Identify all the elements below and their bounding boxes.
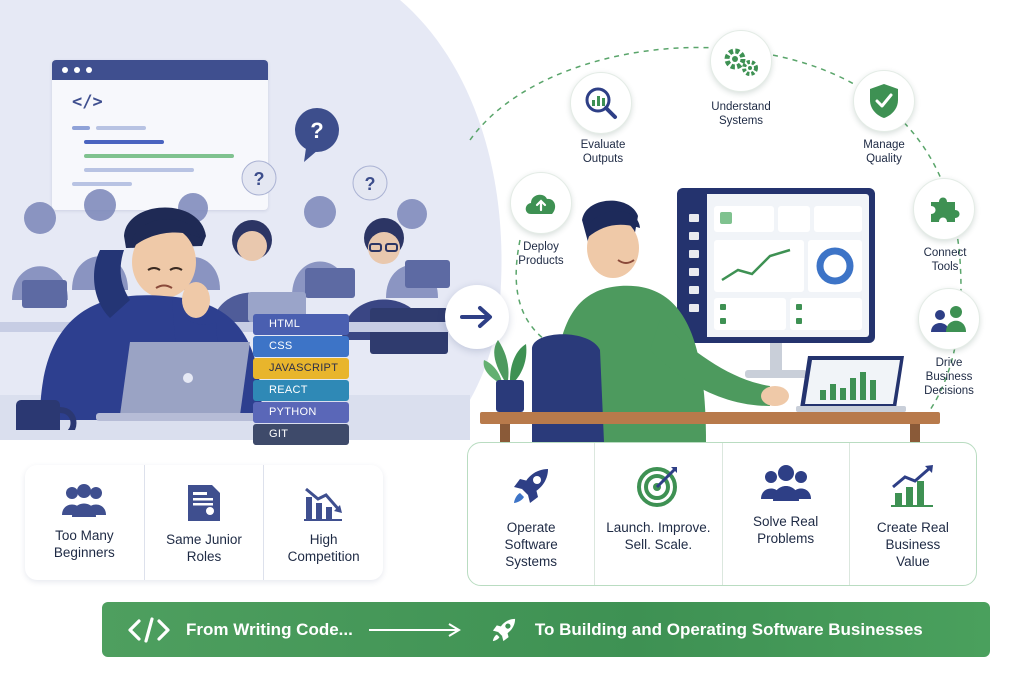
problem-label: Too Many Beginners [53, 528, 115, 560]
tech-stack: HTML CSS JAVASCRIPT REACT PYTHON GIT [253, 314, 349, 446]
stack-layer: REACT [253, 380, 349, 401]
question-mark: ? [254, 169, 265, 189]
skill-manage-quality [853, 70, 915, 132]
arrow-right-icon [368, 622, 461, 637]
rocket-icon [492, 618, 515, 641]
magnifier-chart-icon [585, 87, 617, 119]
skill-deploy-products [510, 172, 572, 234]
group-icon [62, 484, 107, 517]
skill-label: Deploy Products [518, 241, 564, 267]
stack-layer: CSS [253, 336, 349, 357]
code-icon [128, 616, 170, 643]
problem-item: Same Junior Roles [143, 465, 264, 580]
problems-card: Too Many Beginners Same Junior Roles Hig… [25, 465, 383, 580]
values-card: Operate Software Systems Launch. Improve… [467, 442, 977, 586]
banner-from-text: From Writing Code... [186, 619, 353, 639]
skill-label: Evaluate Outputs [580, 139, 626, 165]
stack-layer: PYTHON [253, 402, 349, 423]
transformation-banner: From Writing Code... To Building and Ope… [102, 602, 990, 657]
gears-icon [724, 48, 758, 76]
value-item: Operate Software Systems [468, 443, 594, 585]
skill-label: Manage Quality [863, 139, 905, 165]
cloud-upload-icon [525, 194, 556, 214]
declining-chart-icon [303, 487, 342, 521]
value-label: Operate Software Systems [504, 520, 558, 569]
stack-layer: JAVASCRIPT [253, 358, 349, 379]
stack-layer: HTML [253, 314, 349, 335]
problem-label: High Competition [287, 532, 360, 564]
puzzle-icon [931, 197, 960, 222]
target-icon [637, 467, 678, 507]
code-editor-window: </> [52, 60, 268, 210]
banner-to-text: To Building and Operating Software Busin… [534, 619, 923, 639]
window-title-bar [52, 60, 268, 80]
growth-chart-icon [890, 465, 933, 507]
operator-scene [480, 188, 940, 442]
code-tag-icon: </> [72, 92, 103, 112]
skill-evaluate-outputs [570, 72, 632, 134]
resume-icon [188, 485, 220, 521]
value-item: Create Real Business Value [848, 443, 976, 585]
skill-drive-business-decisions [918, 288, 980, 350]
value-item: Solve Real Problems [721, 443, 849, 585]
question-mark: ? [365, 174, 376, 194]
skill-label: Understand Systems [711, 101, 771, 127]
rocket-icon [514, 469, 549, 503]
stack-layer: GIT [253, 424, 349, 445]
problem-label: Same Junior Roles [166, 532, 242, 564]
value-label: Launch. Improve. Sell. Scale. [606, 520, 711, 552]
transition-arrow [445, 285, 509, 349]
skill-label: Connect Tools [923, 247, 967, 273]
skill-understand-systems [710, 30, 772, 92]
skill-label: Drive Business Decisions [924, 357, 974, 397]
question-mark: ? [310, 118, 323, 143]
people-icon [760, 465, 811, 501]
problem-item: High Competition [263, 465, 383, 580]
problem-item: Too Many Beginners [25, 465, 144, 580]
crowd-illustration: ? ? ? [0, 108, 470, 430]
value-label: Solve Real Problems [752, 514, 819, 546]
skill-connect-tools [913, 178, 975, 240]
value-label: Create Real Business Value [876, 520, 949, 569]
arrow-right-icon [460, 306, 492, 328]
team-icon [931, 306, 966, 332]
value-item: Launch. Improve. Sell. Scale. [594, 443, 721, 585]
question-bubbles [241, 108, 388, 201]
shield-check-icon [870, 84, 898, 118]
